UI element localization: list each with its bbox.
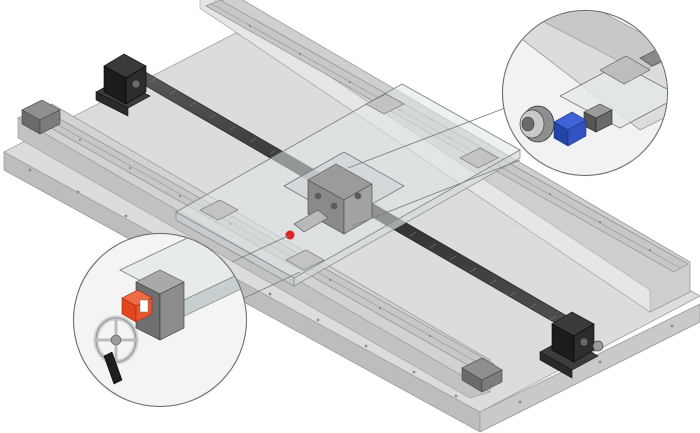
carriage-guide-blocks (199, 93, 499, 271)
front-right-end-stop (461, 357, 503, 393)
front-left-end-stop (21, 99, 61, 135)
handwheel-callout (72, 232, 248, 408)
callout-connector-lines (231, 107, 521, 301)
motor-coupling (553, 111, 587, 147)
motor-drive-callout (501, 9, 669, 177)
handwheel-indicator-tab (121, 289, 153, 323)
rear-bearing-block (95, 53, 151, 117)
handwheel (93, 315, 139, 385)
screw-nut-housing (283, 151, 405, 235)
servo-motor (519, 105, 555, 143)
front-bearing-block (539, 311, 604, 379)
